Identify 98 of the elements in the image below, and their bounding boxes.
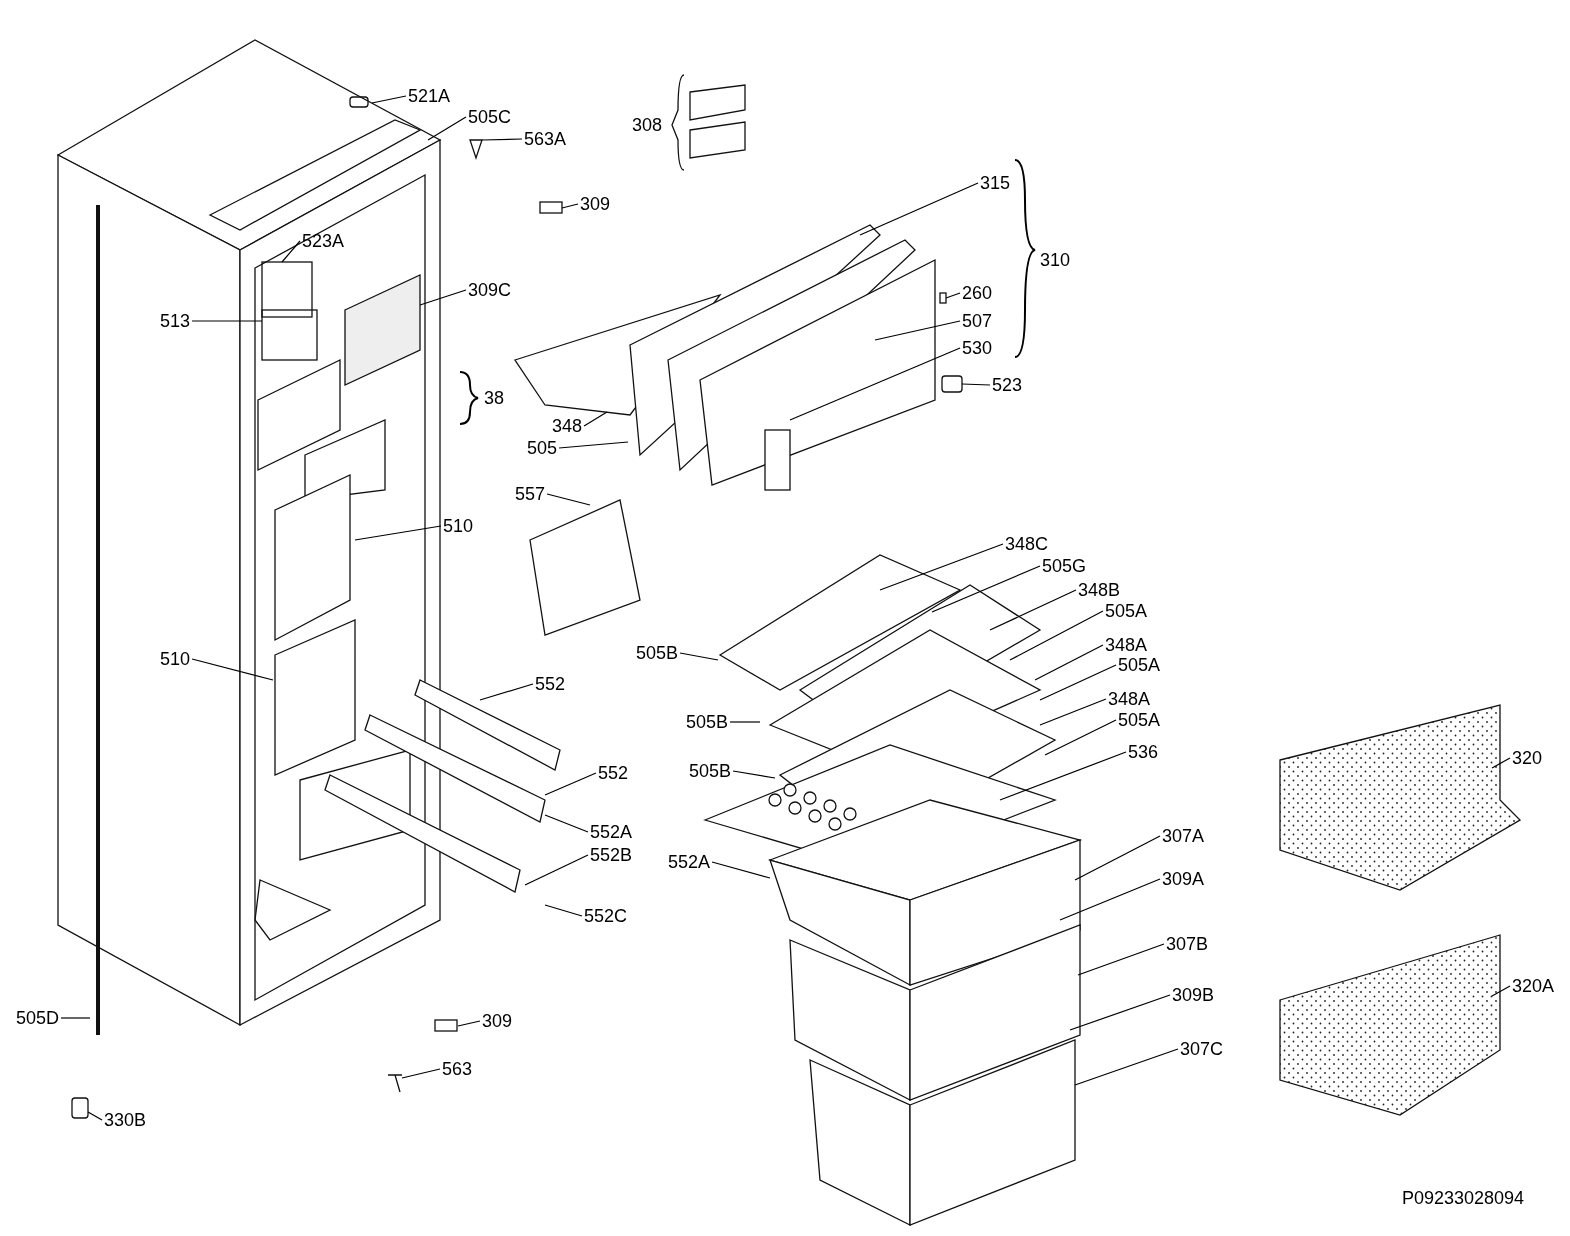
leader-line	[544, 772, 597, 796]
callout-number: 536	[1128, 742, 1159, 762]
leader-line	[1074, 1048, 1179, 1086]
leader-line	[479, 683, 534, 701]
callout-number: 552A	[668, 852, 711, 872]
callout-number: 505	[527, 438, 558, 458]
callout-number: 348A	[1105, 635, 1148, 655]
callout-number: 310	[1040, 250, 1071, 270]
callout-number: 521A	[408, 86, 451, 106]
callout-number: 38	[484, 388, 505, 408]
leader-line	[481, 138, 523, 141]
leader-line	[87, 1111, 103, 1121]
callout-number: 552B	[590, 845, 633, 865]
callout-number: 510	[443, 516, 474, 536]
leader-line	[457, 1020, 481, 1027]
callout-number: 552C	[584, 906, 628, 926]
leader-line	[60, 1017, 91, 1019]
leader-line	[1069, 994, 1171, 1031]
callout-number: 505C	[468, 107, 512, 127]
leader-line	[931, 565, 1041, 613]
leader-line	[945, 292, 961, 299]
callout-number: 505B	[689, 761, 732, 781]
leader-line	[729, 721, 761, 723]
callout-number: 505B	[686, 712, 729, 732]
callout-number: 505A	[1118, 710, 1161, 730]
callout-number: 348A	[1108, 689, 1151, 709]
callout-number: 309A	[1162, 869, 1205, 889]
leader-line	[1074, 835, 1161, 881]
callout-number: 309B	[1172, 985, 1215, 1005]
leader-line	[419, 289, 467, 306]
callout-number: 513	[160, 311, 191, 331]
callout-number: 307A	[1162, 826, 1205, 846]
screw-icon	[469, 139, 483, 161]
callout-number: 563A	[524, 129, 567, 149]
leader-line	[371, 95, 407, 104]
leader-line	[879, 543, 1004, 591]
callout-number: 510	[160, 649, 191, 669]
callout-number: 530	[962, 338, 993, 358]
leader-line	[401, 1068, 441, 1079]
leader-line	[989, 589, 1077, 631]
leader-line	[1491, 985, 1511, 997]
callout-number: 307B	[1166, 934, 1209, 954]
callout-number: 307C	[1180, 1039, 1224, 1059]
leader-line	[1039, 664, 1117, 701]
leader-line	[859, 182, 979, 236]
callout-number: 330B	[104, 1110, 147, 1130]
leader-line	[544, 814, 589, 833]
callout-number: 563	[442, 1059, 473, 1079]
callout-number: 552	[535, 674, 566, 694]
leader-line	[1009, 610, 1104, 661]
leader-line	[427, 116, 467, 141]
leader-line	[732, 770, 776, 779]
callout-number: 557	[515, 484, 546, 504]
leader-line	[1034, 644, 1104, 681]
callout-number: 308	[632, 115, 663, 135]
callout-number: 505B	[636, 643, 679, 663]
plug-body	[941, 375, 963, 393]
leader-line	[1077, 943, 1165, 976]
callout-number: 552A	[590, 822, 633, 842]
leader-line	[789, 347, 961, 421]
callout-number: 315	[980, 173, 1011, 193]
leader-line	[961, 383, 991, 386]
callout-number: 505G	[1042, 556, 1087, 576]
callout-number: 505A	[1118, 655, 1161, 675]
leader-line	[874, 320, 961, 341]
callout-number: 260	[962, 283, 993, 303]
callout-number: 309C	[468, 280, 512, 300]
leader-line	[679, 652, 719, 661]
leader-line	[544, 904, 583, 917]
callout-number: 320A	[1512, 976, 1555, 996]
callout-number: 523A	[302, 231, 345, 251]
leader-line	[999, 751, 1127, 801]
callout-number: 552	[598, 763, 629, 783]
drawing-number: P09233028094	[1402, 1188, 1525, 1208]
leader-line	[583, 411, 608, 427]
leader-line	[1044, 719, 1117, 756]
callout-number: 505A	[1105, 601, 1148, 621]
leader-line	[354, 525, 442, 541]
leader-line	[561, 203, 579, 209]
callout-number: 523	[992, 375, 1023, 395]
callout-number: 348C	[1005, 534, 1049, 554]
callout-number: 348	[552, 416, 583, 436]
leader-line	[191, 320, 263, 322]
leader-line	[558, 441, 629, 449]
leader-line	[524, 854, 589, 886]
callout-number: 507	[962, 311, 993, 331]
leader-line	[546, 493, 591, 506]
callout-number: 309	[482, 1011, 513, 1031]
callout-number: 309	[580, 194, 611, 214]
leader-line	[1059, 878, 1161, 921]
leader-line	[1039, 698, 1107, 726]
callout-number: 320	[1512, 748, 1543, 768]
callout-number: 505D	[16, 1008, 60, 1028]
leader-line	[281, 240, 301, 263]
leader-line	[1491, 757, 1511, 769]
leader-line	[711, 861, 771, 879]
callout-number: 348B	[1078, 580, 1121, 600]
leader-line	[191, 658, 274, 681]
